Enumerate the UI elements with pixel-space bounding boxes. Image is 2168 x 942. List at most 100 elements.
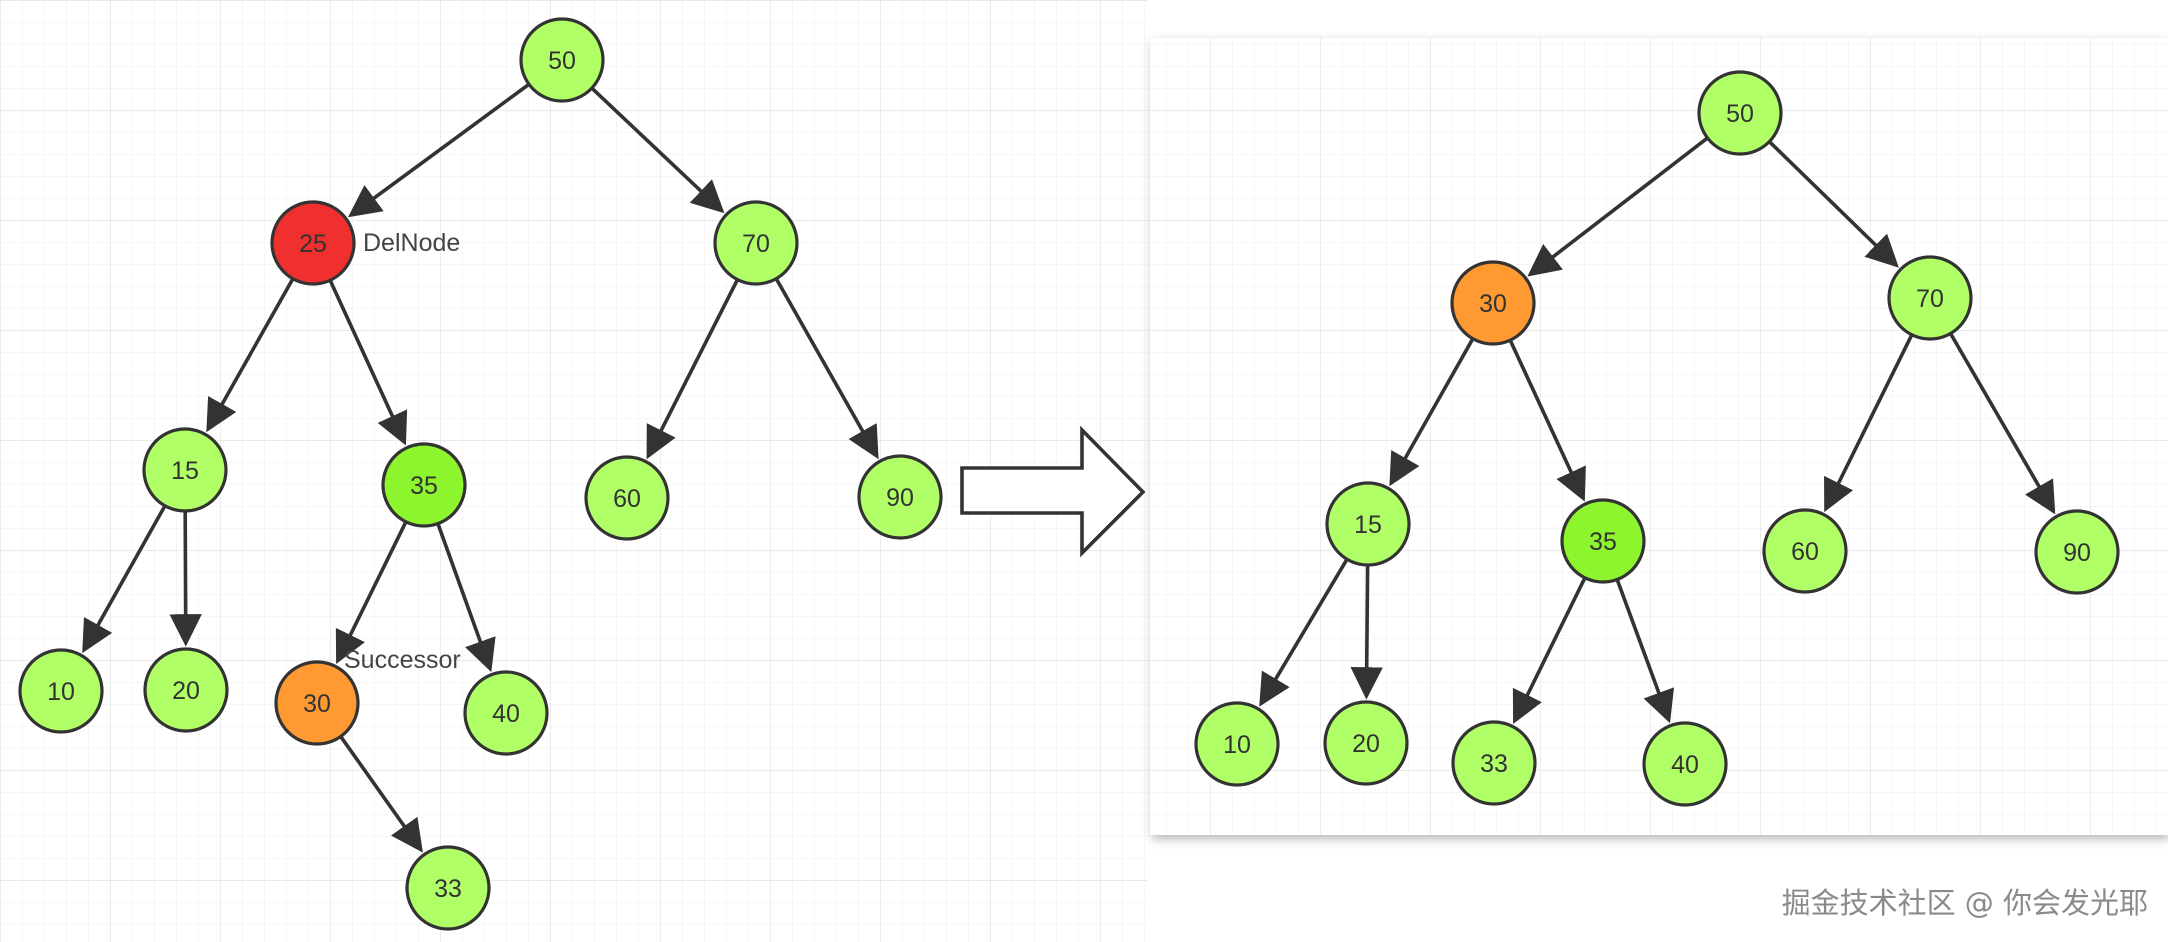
edge-m35-m40 <box>1615 579 1675 724</box>
node-circle <box>1697 70 1783 156</box>
node-circle <box>584 455 670 541</box>
node-circle <box>270 200 356 286</box>
edge-n50-n70 <box>591 87 725 214</box>
tree-node-33: 33 <box>405 845 491 931</box>
tree-node-40: 40 <box>463 670 549 756</box>
node-circle <box>713 200 799 286</box>
tree-node-35: 35 <box>1560 498 1646 584</box>
tree-node-25: 25 <box>270 200 356 286</box>
tree-node-30: 30 <box>1450 260 1536 346</box>
tree-node-70: 70 <box>713 200 799 286</box>
node-circle <box>1451 720 1537 806</box>
watermark: 掘金技术社区 @ 你会发光耶 <box>1781 886 2148 920</box>
node-label: 15 <box>171 457 199 485</box>
node-label: 40 <box>1671 751 1699 779</box>
node-circle <box>1194 701 1280 787</box>
edge-m35-m33 <box>1512 577 1587 725</box>
node-label: 10 <box>47 678 75 706</box>
edge-m50-m70 <box>1768 141 1899 268</box>
node-circle <box>2034 509 2120 595</box>
node-circle <box>405 845 491 931</box>
tree-node-10: 10 <box>1194 701 1280 787</box>
node-label: 10 <box>1223 731 1251 759</box>
node-label: 33 <box>434 875 462 903</box>
edge-n30-n33 <box>339 736 423 853</box>
node-label: 30 <box>303 690 331 718</box>
right-tree-edges <box>1259 137 2056 725</box>
right-tree-nodes: 50 30 70 15 35 60 90 10 20 33 40 <box>1194 70 2120 807</box>
node-circle <box>1323 700 1409 786</box>
edge-m30-m15 <box>1389 338 1474 487</box>
edge-n15-n10 <box>82 505 167 654</box>
tree-node-50: 50 <box>1697 70 1783 156</box>
edge-n50-n25 <box>347 83 530 218</box>
tree-node-20: 20 <box>143 647 229 733</box>
tree-node-35: 35 <box>381 442 467 528</box>
node-label: 15 <box>1354 511 1382 539</box>
tree-node-60: 60 <box>584 455 670 541</box>
node-circle <box>463 670 549 756</box>
node-label: 40 <box>492 700 520 728</box>
tree-node-30: 30 <box>274 660 360 746</box>
transform-arrow-icon <box>960 425 1146 558</box>
node-label: 30 <box>1479 290 1507 318</box>
node-label: 50 <box>548 47 576 75</box>
tree-node-20: 20 <box>1323 700 1409 786</box>
left-tree-nodes: 50 25 70 15 35 60 90 10 20 30 40 33 <box>18 17 943 931</box>
node-circle <box>381 442 467 528</box>
node-circle <box>857 454 943 540</box>
left-tree-edges <box>82 83 879 853</box>
delnode-annotation: DelNode <box>363 229 460 257</box>
node-label: 20 <box>1352 730 1380 758</box>
node-label: 25 <box>299 230 327 258</box>
tree-node-33: 33 <box>1451 720 1537 806</box>
edge-n70-n90 <box>775 278 879 460</box>
tree-node-90: 90 <box>857 454 943 540</box>
node-label: 33 <box>1480 750 1508 778</box>
node-circle <box>1642 721 1728 807</box>
edge-n70-n60 <box>646 279 739 460</box>
successor-annotation: Successor <box>344 646 461 674</box>
edge-m15-m20 <box>1350 565 1383 700</box>
tree-node-90: 90 <box>2034 509 2120 595</box>
node-label: 90 <box>2063 539 2091 567</box>
node-circle <box>519 17 605 103</box>
node-label: 60 <box>613 485 641 513</box>
edge-m70-m90 <box>1949 333 2056 515</box>
edge-m15-m10 <box>1259 559 1349 707</box>
edge-n15-n20 <box>169 511 202 647</box>
tree-node-10: 10 <box>18 648 104 734</box>
node-label: 70 <box>742 230 770 258</box>
edge-m30-m35 <box>1508 340 1586 502</box>
node-circle <box>142 427 228 513</box>
node-label: 35 <box>1589 528 1617 556</box>
tree-node-70: 70 <box>1887 255 1973 341</box>
right-grid-background <box>1150 38 2168 835</box>
tree-node-15: 15 <box>1325 481 1411 567</box>
node-circle <box>1560 498 1646 584</box>
node-label: 60 <box>1791 538 1819 566</box>
node-circle <box>1887 255 1973 341</box>
edge-n25-n15 <box>206 278 294 433</box>
tree-node-50: 50 <box>519 17 605 103</box>
node-label: 90 <box>886 484 914 512</box>
edge-m50-m30 <box>1527 137 1708 277</box>
node-circle <box>274 660 360 746</box>
node-circle <box>18 648 104 734</box>
edge-n35-n40 <box>436 523 496 673</box>
tree-node-40: 40 <box>1642 721 1728 807</box>
edge-n25-n35 <box>328 280 408 446</box>
node-label: 70 <box>1916 285 1944 313</box>
node-circle <box>143 647 229 733</box>
node-circle <box>1450 260 1536 346</box>
node-label: 50 <box>1726 100 1754 128</box>
edge-n35-n30 <box>335 521 408 665</box>
node-label: 20 <box>172 677 200 705</box>
node-circle <box>1762 508 1848 594</box>
tree-node-60: 60 <box>1762 508 1848 594</box>
edge-m70-m60 <box>1824 334 1914 513</box>
tree-node-15: 15 <box>142 427 228 513</box>
node-circle <box>1325 481 1411 567</box>
node-label: 35 <box>410 472 438 500</box>
